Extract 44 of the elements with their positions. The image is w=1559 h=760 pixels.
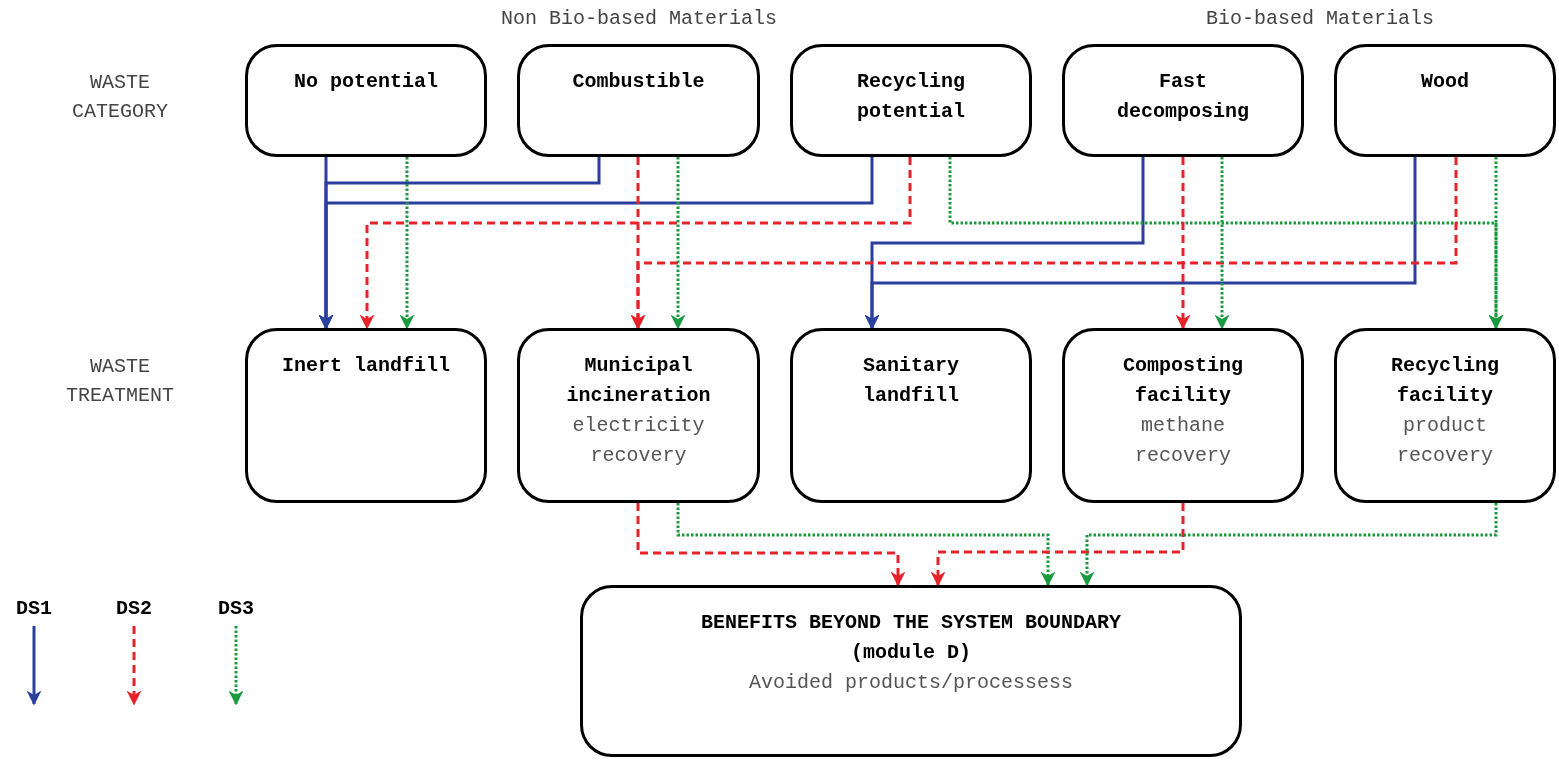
process-box xyxy=(580,585,1242,757)
process-box xyxy=(1062,44,1304,157)
group-heading: Bio-based Materials xyxy=(1204,6,1435,32)
process-box xyxy=(790,44,1032,157)
arrow xyxy=(399,157,415,330)
arrow xyxy=(676,503,1056,587)
box-heading: BENEFITS BEYOND THE SYSTEM BOUNDARY (module D) xyxy=(699,610,1123,666)
arrow xyxy=(1488,157,1504,330)
process-box xyxy=(245,328,487,503)
box-heading: Composting facility xyxy=(1122,353,1244,409)
process-box xyxy=(517,328,760,503)
legend-label: DS3 xyxy=(217,596,255,622)
box-description: Avoided products/processess xyxy=(748,670,1074,696)
arrow xyxy=(1079,503,1498,587)
legend-label: DS1 xyxy=(15,596,53,622)
row-label: WASTE CATEGORY xyxy=(71,70,169,125)
box-heading: Fast decomposing xyxy=(1116,69,1250,125)
box-description: electricity recovery xyxy=(571,413,706,469)
arrow xyxy=(630,157,1458,330)
box-heading: Inert landfill xyxy=(282,353,450,379)
process-box xyxy=(1334,44,1556,157)
process-box xyxy=(1062,328,1304,503)
process-box xyxy=(245,44,487,157)
box-heading: Recycling potential xyxy=(856,69,966,125)
arrow xyxy=(864,157,1417,330)
box-heading: No potential xyxy=(294,69,438,95)
box-description: product recovery xyxy=(1396,413,1494,469)
box-heading: Recycling facility xyxy=(1390,353,1500,409)
box-description: methane recovery xyxy=(1134,413,1232,469)
arrow xyxy=(636,503,906,587)
row-label: WASTE TREATMENT xyxy=(65,354,175,409)
process-box xyxy=(790,328,1032,503)
box-heading: Municipal incineration xyxy=(565,353,712,409)
box-heading: Sanitary landfill xyxy=(862,353,960,409)
arrow xyxy=(670,157,686,330)
process-box xyxy=(517,44,760,157)
arrow xyxy=(1214,157,1230,330)
arrow xyxy=(1175,157,1191,330)
legend-label: DS2 xyxy=(115,596,153,622)
arrow xyxy=(930,503,1185,587)
process-box xyxy=(1334,328,1556,503)
box-heading: Wood xyxy=(1421,69,1469,95)
box-heading: Combustible xyxy=(572,69,705,95)
group-heading: Non Bio-based Materials xyxy=(499,6,778,32)
